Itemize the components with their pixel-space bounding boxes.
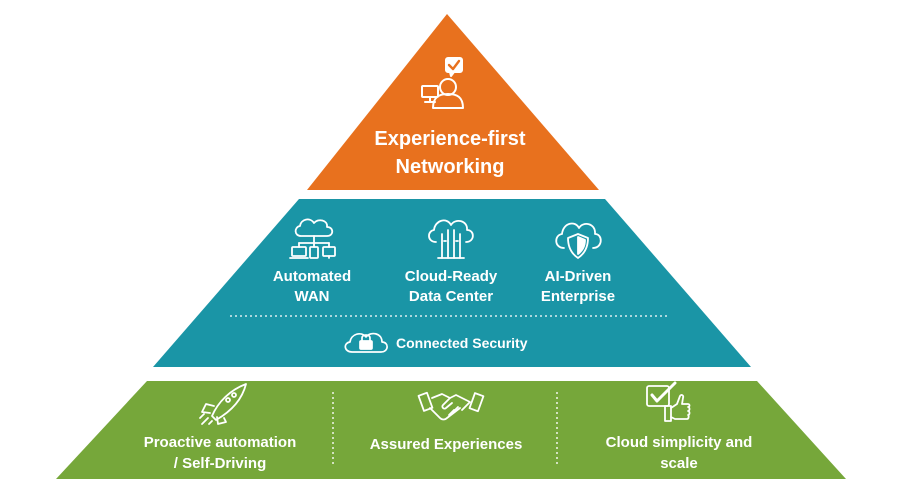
pillar-cloud-ready-line1: Cloud-Ready — [404, 268, 498, 285]
pillar-ai-driven-line1: AI-Driven — [544, 268, 612, 285]
pillar-assured-experiences-label: Assured Experiences — [346, 434, 546, 455]
pillar-ai-driven-enterprise-label: AI-Driven Enterprise — [516, 267, 640, 307]
pillar-automated-wan-line1: Automated — [272, 268, 352, 285]
top-tier-title: Experience-first Networking — [332, 125, 568, 181]
pillar-proactive-automation-label: Proactive automation / Self-Driving — [118, 432, 322, 474]
pillar-automated-wan-label: Automated WAN — [250, 267, 374, 307]
pillar-cloud-ready-line2: Data Center — [408, 288, 494, 305]
connected-security-label: Connected Security — [396, 335, 528, 351]
pillar-proactive-line1: Proactive automation — [143, 434, 297, 451]
cloud-wan-devices-icon — [289, 214, 338, 260]
cloud-shield-icon — [550, 216, 604, 260]
person-at-computer-with-checkmark-icon — [418, 56, 466, 112]
top-tier-title-line1: Experience-first — [374, 128, 526, 150]
pillar-assured-line1: Assured Experiences — [369, 436, 523, 453]
pillar-cloud-simplicity-line2: scale — [660, 455, 698, 472]
checkbox-thumbs-up-icon — [645, 381, 691, 424]
top-tier-triangle — [307, 14, 599, 190]
handshake-icon — [417, 388, 485, 424]
top-tier-title-line2: Networking — [395, 156, 505, 178]
pillar-cloud-simplicity-label: Cloud simplicity and scale — [574, 432, 784, 474]
pillar-ai-driven-line2: Enterprise — [540, 288, 616, 305]
cloud-data-center-icon — [424, 214, 478, 260]
pillar-cloud-ready-data-center-label: Cloud-Ready Data Center — [383, 267, 519, 307]
rocket-icon — [199, 382, 250, 425]
pillar-proactive-line2: / Self-Driving — [173, 455, 267, 472]
cloud-lock-icon — [342, 329, 390, 355]
pillar-cloud-simplicity-line1: Cloud simplicity and — [605, 434, 753, 451]
pillar-automated-wan-line2: WAN — [294, 288, 330, 305]
